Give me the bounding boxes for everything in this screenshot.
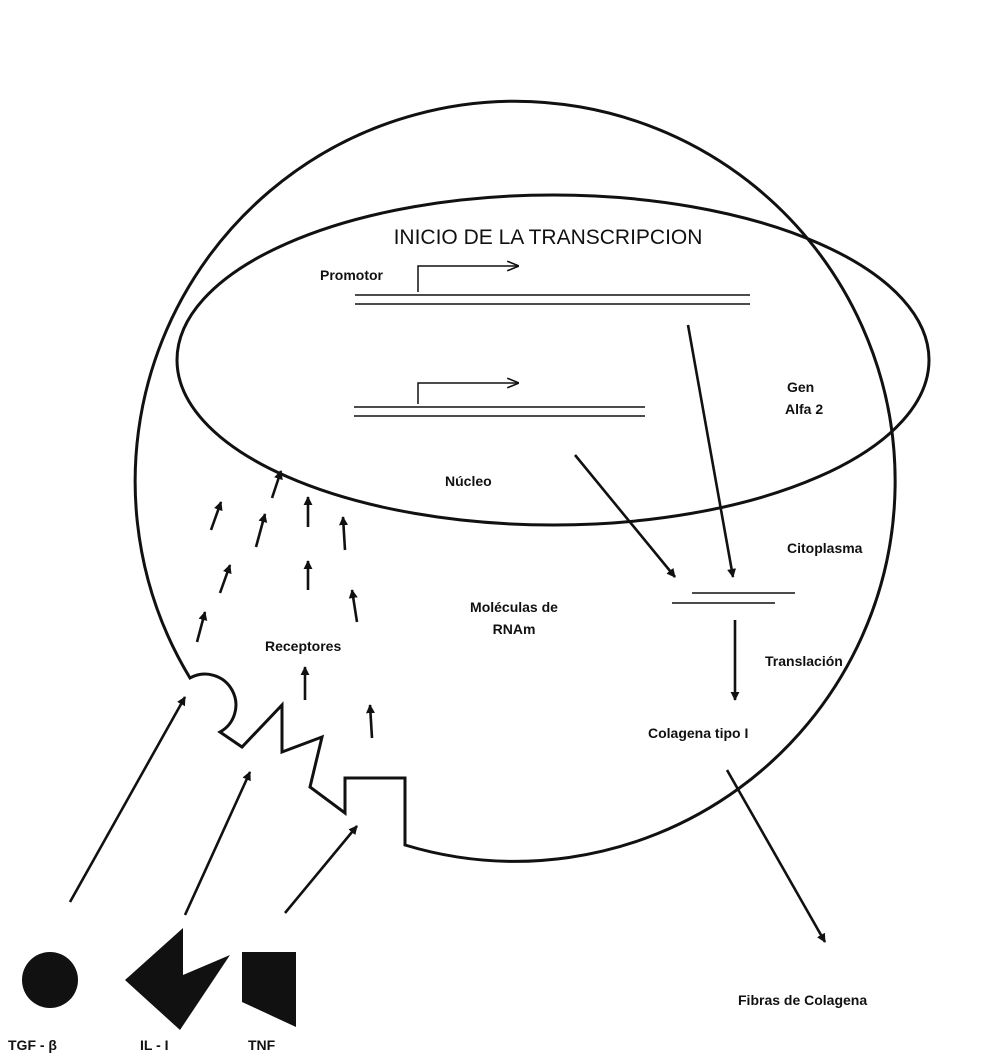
gen-label-line2: Alfa 2 [785,401,823,417]
nucleo-label: Núcleo [445,473,492,489]
tgf-beta-shape [22,952,78,1008]
colagena-tipo-label: Colagena tipo I [648,725,748,741]
moleculas-label-line2: RNAm [493,621,536,637]
ligand-label-il: IL - I [140,1037,169,1053]
ligand-label-tnf: TNF [248,1037,276,1053]
cell-membrane [133,99,897,863]
gene-strand-lower [354,383,645,417]
arrow-to-fibers [725,769,827,943]
diagram-title: INICIO DE LA TRANSCRIPCION [394,226,703,249]
flow-arrows [573,324,827,943]
signal-arrows [195,470,375,739]
arrow-il-to-receptor [183,771,252,916]
fibras-label: Fibras de Colagena [738,992,867,1008]
arrow-tgf-to-receptor [68,696,187,903]
arrow-gene-to-mrna [686,324,737,578]
gen-label-line1: Gen [787,379,814,395]
ligand-arrows [68,696,359,916]
citoplasma-label: Citoplasma [787,540,863,556]
promotor-label: Promotor [320,267,384,283]
il-1-shape [125,928,230,1030]
ligand-label-tgf: TGF - β [8,1037,57,1053]
moleculas-label-line1: Moléculas de [470,599,558,615]
receptores-label: Receptores [265,638,341,654]
arrow-nucleus-to-mrna [573,454,677,578]
tnf-shape [242,952,296,1027]
nucleus-membrane [175,193,931,527]
translacion-label: Translación [765,653,843,669]
gene-strand-upper [355,266,750,305]
arrow-tnf-to-receptor [283,825,359,914]
mrna-strands [672,592,795,604]
